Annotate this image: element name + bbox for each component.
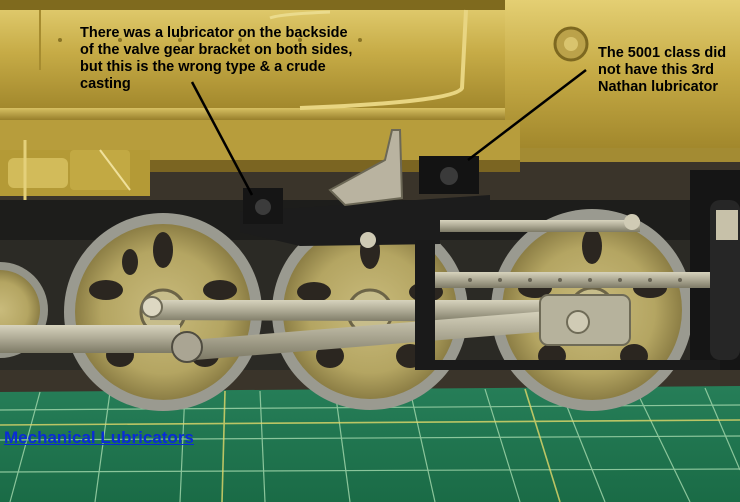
- pointer-line-right: [467, 69, 587, 161]
- pointer-line-left: [190, 81, 254, 196]
- photo-caption: Mechanical Lubricators: [4, 428, 194, 447]
- annotation-line: Nathan lubricator: [598, 79, 719, 95]
- cab-front: [690, 170, 740, 370]
- annotation-line: of the valve gear bracket on both sides,: [80, 42, 353, 58]
- annotation-line: There was a lubricator on the backside: [80, 25, 348, 41]
- annotation-line: but this is the wrong type & a crude: [80, 59, 326, 75]
- side-rods: [0, 214, 720, 370]
- annotation-line: not have this 3rd: [598, 62, 715, 78]
- valve-gear-bracket: [240, 129, 490, 246]
- annotation-line: casting: [80, 76, 131, 92]
- boiler: [0, 0, 740, 172]
- annotation-line: The 5001 class did: [598, 45, 727, 61]
- annotation-valve-gear-lubricator: There was a lubricator on the backside o…: [80, 25, 380, 93]
- annotation-nathan-lubricator: The 5001 class did not have this 3rd Nat…: [598, 45, 738, 96]
- front-cylinder-detail: [0, 140, 150, 200]
